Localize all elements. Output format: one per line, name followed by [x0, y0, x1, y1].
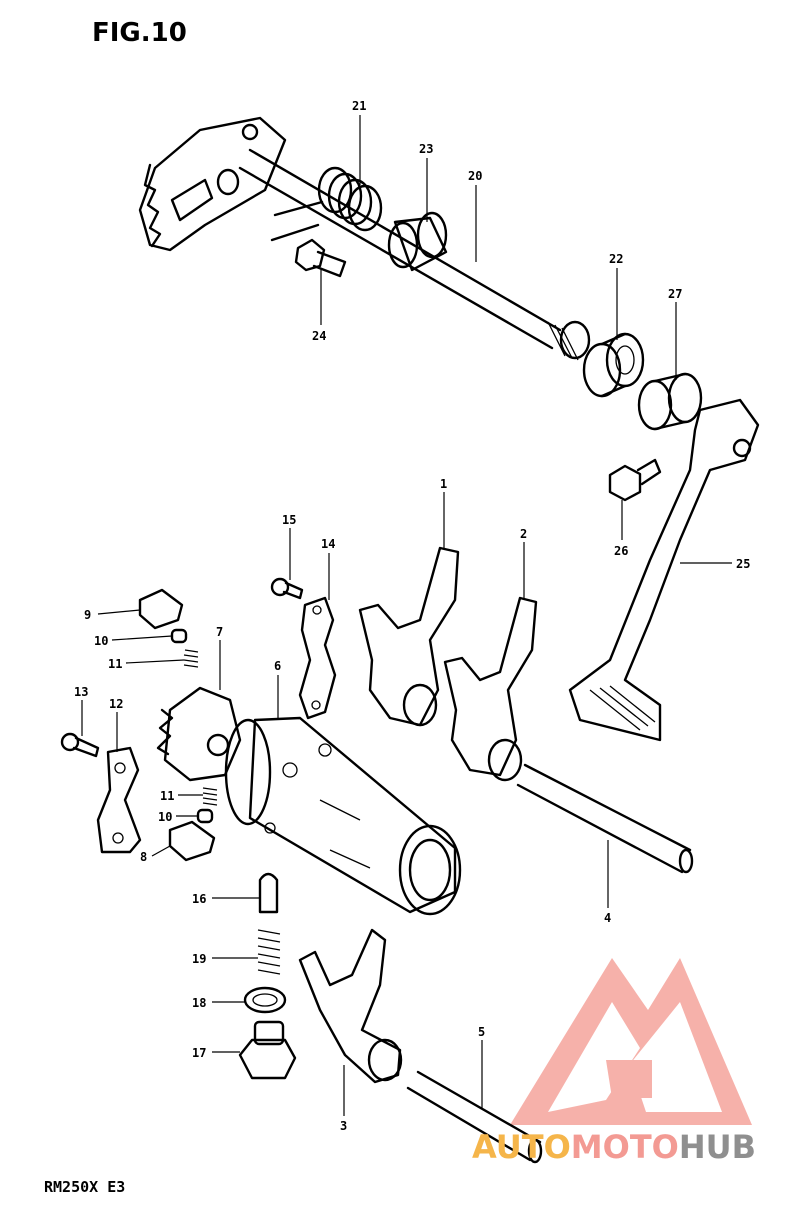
callout-12: 12 [109, 697, 123, 711]
callout-27: 27 [668, 287, 682, 301]
shift-fork-2 [443, 596, 538, 782]
callout-8: 8 [140, 850, 147, 864]
spring-19 [257, 929, 281, 975]
callout-14: 14 [321, 537, 335, 551]
fork-shaft [516, 763, 694, 874]
shift-fork-3 [298, 928, 403, 1084]
pawl-9 [138, 588, 184, 630]
callout-2: 2 [520, 527, 527, 541]
watermark-hub: HUB [678, 1128, 757, 1166]
spacer [637, 372, 703, 431]
callout-3: 3 [340, 1119, 347, 1133]
callout-5: 5 [478, 1025, 485, 1039]
collar [387, 211, 448, 272]
callout-22: 22 [609, 252, 623, 266]
callout-9: 9 [84, 608, 91, 622]
shift-shaft [238, 148, 591, 361]
callout-24: 24 [312, 329, 326, 343]
callout-10-upper: 10 [94, 634, 108, 648]
callout-11-lower: 11 [160, 789, 174, 803]
callout-21: 21 [352, 99, 366, 113]
callout-6: 6 [274, 659, 281, 673]
pawl-8 [168, 820, 216, 862]
shift-fork-1 [358, 546, 460, 727]
figure-title: FIG.10 [92, 18, 187, 48]
watermark-logo [510, 958, 752, 1125]
watermark-text: AUTOMOTOHUB [472, 1128, 756, 1166]
o-ring-18 [243, 986, 287, 1014]
callout-11-upper: 11 [108, 657, 122, 671]
oil-seal [582, 332, 645, 398]
callout-1: 1 [440, 477, 447, 491]
watermark-moto: MOTO [570, 1128, 679, 1166]
screw-13 [60, 732, 100, 758]
callout-20: 20 [468, 169, 482, 183]
callout-7: 7 [216, 625, 223, 639]
watermark-auto: AUTO [472, 1128, 571, 1166]
callout-13: 13 [74, 685, 88, 699]
callout-23: 23 [419, 142, 433, 156]
callout-26: 26 [614, 544, 628, 558]
callout-4: 4 [604, 911, 611, 925]
fork-shaft-5 [406, 1070, 543, 1164]
callout-19: 19 [192, 952, 206, 966]
callout-25: 25 [736, 557, 750, 571]
callout-16: 16 [192, 892, 206, 906]
screw-15 [270, 577, 304, 600]
leader-lines [81, 115, 732, 1116]
spring-11a [183, 649, 199, 668]
callout-18: 18 [192, 996, 206, 1010]
cam-gear [156, 686, 242, 782]
spring-11b [202, 787, 218, 806]
stopper-plate [96, 746, 142, 854]
cam-guide [298, 596, 337, 720]
gear-shift-lever [568, 398, 760, 742]
bolt-26 [608, 458, 662, 502]
bolt-24 [294, 238, 347, 278]
model-code: RM250X E3 [44, 1178, 126, 1196]
pin-10b [196, 808, 214, 824]
contact-16 [258, 872, 279, 914]
pin-10a [170, 628, 188, 644]
shift-arm [138, 116, 287, 252]
callouts: 21 23 20 22 27 24 26 25 1 2 15 14 9 10 1… [74, 99, 750, 1133]
callout-10-lower: 10 [158, 810, 172, 824]
callout-15: 15 [282, 513, 296, 527]
return-spring [270, 166, 383, 242]
callout-17: 17 [192, 1046, 206, 1060]
plug-17 [238, 1020, 297, 1080]
